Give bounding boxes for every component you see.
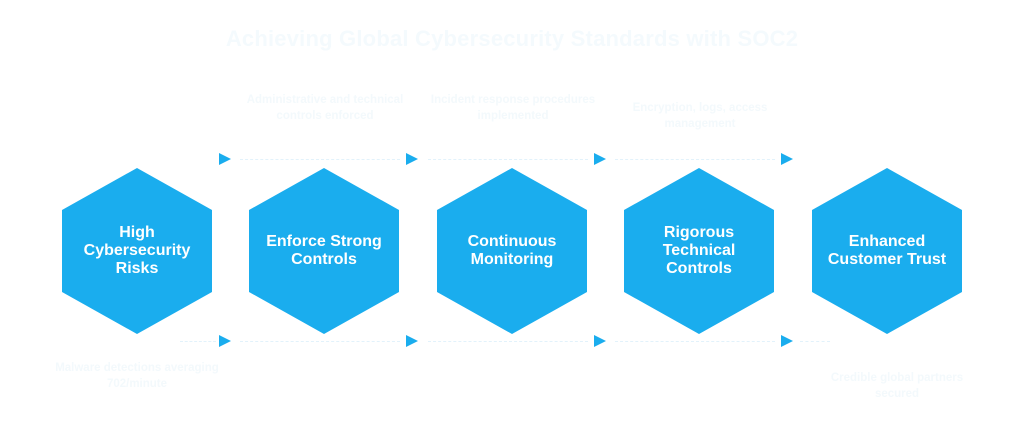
step-label: Continuous Monitoring: [467, 233, 557, 268]
connector-line-bottom-1: [240, 341, 400, 342]
arrow-icon: [406, 153, 418, 165]
connector-line-top-2: [428, 159, 588, 160]
step-continuous-monitoring: Continuous Monitoring: [437, 168, 587, 334]
connector-line-bottom-0: [180, 341, 216, 342]
arrow-icon: [406, 335, 418, 347]
hexagon-shape: [437, 168, 587, 334]
step-rigorous-technical-controls: Rigorous Technical Controls: [624, 168, 774, 334]
note-administrative-controls: Administrative and technical controls en…: [246, 94, 404, 122]
step-enhanced-customer-trust: Enhanced Customer Trust: [812, 168, 962, 334]
connector-line-top-3: [615, 159, 775, 160]
arrow-icon: [781, 335, 793, 347]
step-label: Rigorous Technical Controls: [662, 224, 736, 277]
connector-line-bottom-4: [800, 341, 830, 342]
arrow-icon: [594, 153, 606, 165]
arrow-icon: [594, 335, 606, 347]
hexagon-shape: [624, 168, 774, 334]
step-high-cybersecurity-risks: High Cybersecurity Risks: [62, 168, 212, 334]
note-incident-response: Incident response procedures implemented: [430, 94, 596, 122]
arrow-icon: [219, 335, 231, 347]
step-label: Enforce Strong Controls: [266, 233, 382, 268]
hexagon-shape: [62, 168, 212, 334]
diagram-title: Achieving Global Cybersecurity Standards…: [225, 26, 799, 51]
note-encryption-logs: Encryption, logs, access management: [632, 102, 768, 130]
step-label: High Cybersecurity Risks: [83, 224, 191, 277]
step-enforce-strong-controls: Enforce Strong Controls: [249, 168, 399, 334]
arrow-icon: [781, 153, 793, 165]
connector-line-top-1: [240, 159, 400, 160]
connector-line-bottom-3: [615, 341, 775, 342]
step-label: Enhanced Customer Trust: [827, 233, 947, 268]
note-global-partners: Credible global partners secured: [830, 372, 964, 400]
hexagon-shape: [249, 168, 399, 334]
arrow-icon: [219, 153, 231, 165]
note-malware-detections: Malware detections averaging 702/minute: [55, 362, 219, 390]
connector-line-bottom-2: [428, 341, 588, 342]
hexagon-shape: [812, 168, 962, 334]
